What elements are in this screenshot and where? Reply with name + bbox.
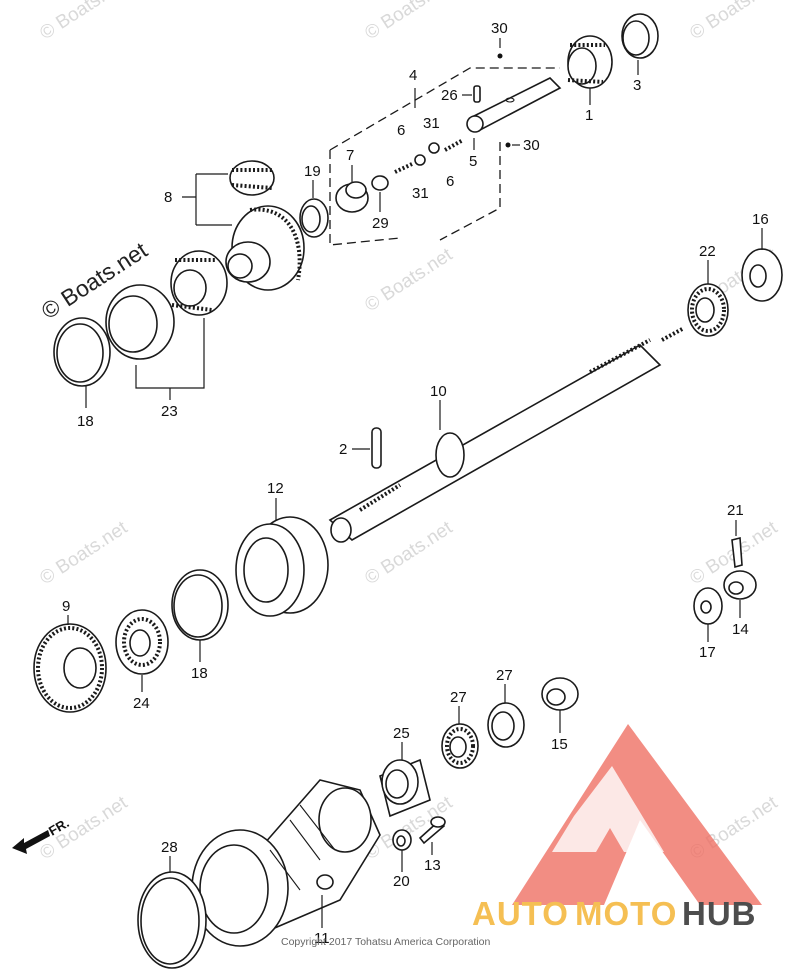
callout-29: 29 xyxy=(372,215,389,232)
watermark: © Boats.net xyxy=(36,0,132,44)
callout-21: 21 xyxy=(727,502,744,519)
callout-24: 24 xyxy=(133,695,150,712)
callout-27: 27 xyxy=(496,667,513,684)
callout-11: 11 xyxy=(314,930,330,947)
propeller-nut-part xyxy=(723,570,757,600)
callout-labels: 1 2 3 4 5 6 6 7 8 9 10 11 12 13 14 15 16… xyxy=(62,20,769,947)
callout-9: 9 xyxy=(62,598,70,615)
leader xyxy=(135,318,205,400)
group-bracket-4 xyxy=(329,67,560,246)
bolt-part xyxy=(418,816,446,845)
grease-point-icon xyxy=(497,53,503,59)
propeller-shaft-part xyxy=(328,326,685,543)
washer-part xyxy=(392,829,412,851)
callout-18: 18 xyxy=(191,665,208,682)
o-ring-part xyxy=(53,317,111,387)
brand-moto: MOTO xyxy=(575,895,677,932)
callout-1: 1 xyxy=(585,107,593,124)
callout-30: 30 xyxy=(523,137,540,154)
leader xyxy=(182,173,232,226)
oil-seal-part xyxy=(441,723,479,769)
taper-bearing-part xyxy=(105,250,228,360)
bushing-part xyxy=(541,677,579,711)
callout-23: 23 xyxy=(161,403,178,420)
thrust-bearing-part xyxy=(687,283,729,337)
pinion-gear-part xyxy=(229,160,275,196)
pin-part xyxy=(473,85,481,103)
callout-5: 5 xyxy=(469,153,477,170)
clip-part xyxy=(371,175,389,191)
callout-6: 6 xyxy=(446,173,454,190)
callout-22: 22 xyxy=(699,243,716,260)
oil-seal-part xyxy=(487,702,525,748)
callout-26: 26 xyxy=(441,87,458,104)
callout-6: 6 xyxy=(397,122,405,139)
automotohub-logo: AUTO MOTO HUB xyxy=(472,724,762,932)
callout-15: 15 xyxy=(551,736,568,753)
callout-20: 20 xyxy=(393,873,410,890)
callout-25: 25 xyxy=(393,725,410,742)
spring-parts xyxy=(394,138,464,174)
forward-gear-part xyxy=(225,205,305,291)
brand-auto: AUTO xyxy=(472,895,569,932)
ball-bearing-part xyxy=(115,609,169,675)
callout-31: 31 xyxy=(423,115,440,132)
callout-12: 12 xyxy=(267,480,284,497)
thrust-washer-part xyxy=(741,248,783,302)
ball-part xyxy=(414,154,426,166)
callout-2: 2 xyxy=(339,441,347,458)
brand-hub: HUB xyxy=(682,895,757,932)
grease-point-icon xyxy=(505,142,511,148)
callout-4: 4 xyxy=(409,67,417,84)
ring-part xyxy=(621,13,659,59)
callout-10: 10 xyxy=(430,383,447,400)
bearing-carrier-part xyxy=(191,779,381,947)
callout-16: 16 xyxy=(752,211,769,228)
callout-17: 17 xyxy=(699,644,716,661)
callout-13: 13 xyxy=(424,857,441,874)
o-ring-part xyxy=(171,569,229,641)
callout-7: 7 xyxy=(346,147,354,164)
watermark: © Boats.net xyxy=(686,0,782,44)
needle-bearing-part xyxy=(379,758,431,818)
reverse-gear-part xyxy=(33,623,107,713)
watermark: © Boats.net xyxy=(361,244,457,316)
callout-3: 3 xyxy=(633,77,641,94)
cotter-pin-part xyxy=(731,536,743,569)
callout-19: 19 xyxy=(304,163,321,180)
callout-30: 30 xyxy=(491,20,508,37)
washer-part xyxy=(299,198,329,238)
callout-14: 14 xyxy=(732,621,749,638)
copyright-text: Copyright 2017 Tohatsu America Corporati… xyxy=(281,936,491,948)
clutch-dog-part xyxy=(567,35,613,89)
washer-part xyxy=(693,587,723,625)
callout-28: 28 xyxy=(161,839,178,856)
shifter-part xyxy=(335,181,369,213)
callout-8: 8 xyxy=(164,189,172,206)
callout-27: 27 xyxy=(450,689,467,706)
cross-pin-part xyxy=(371,427,382,469)
bearing-housing-part xyxy=(235,516,329,617)
ball-part xyxy=(428,142,440,154)
shift-plunger-part xyxy=(466,77,562,133)
watermark: © Boats.net xyxy=(36,517,132,589)
arrow-icon xyxy=(12,830,50,854)
watermark: © Boats.net xyxy=(361,517,457,589)
callout-31: 31 xyxy=(412,185,429,202)
o-ring-part xyxy=(137,871,207,969)
watermark: © Boats.net xyxy=(361,0,457,44)
callout-18: 18 xyxy=(77,413,94,430)
